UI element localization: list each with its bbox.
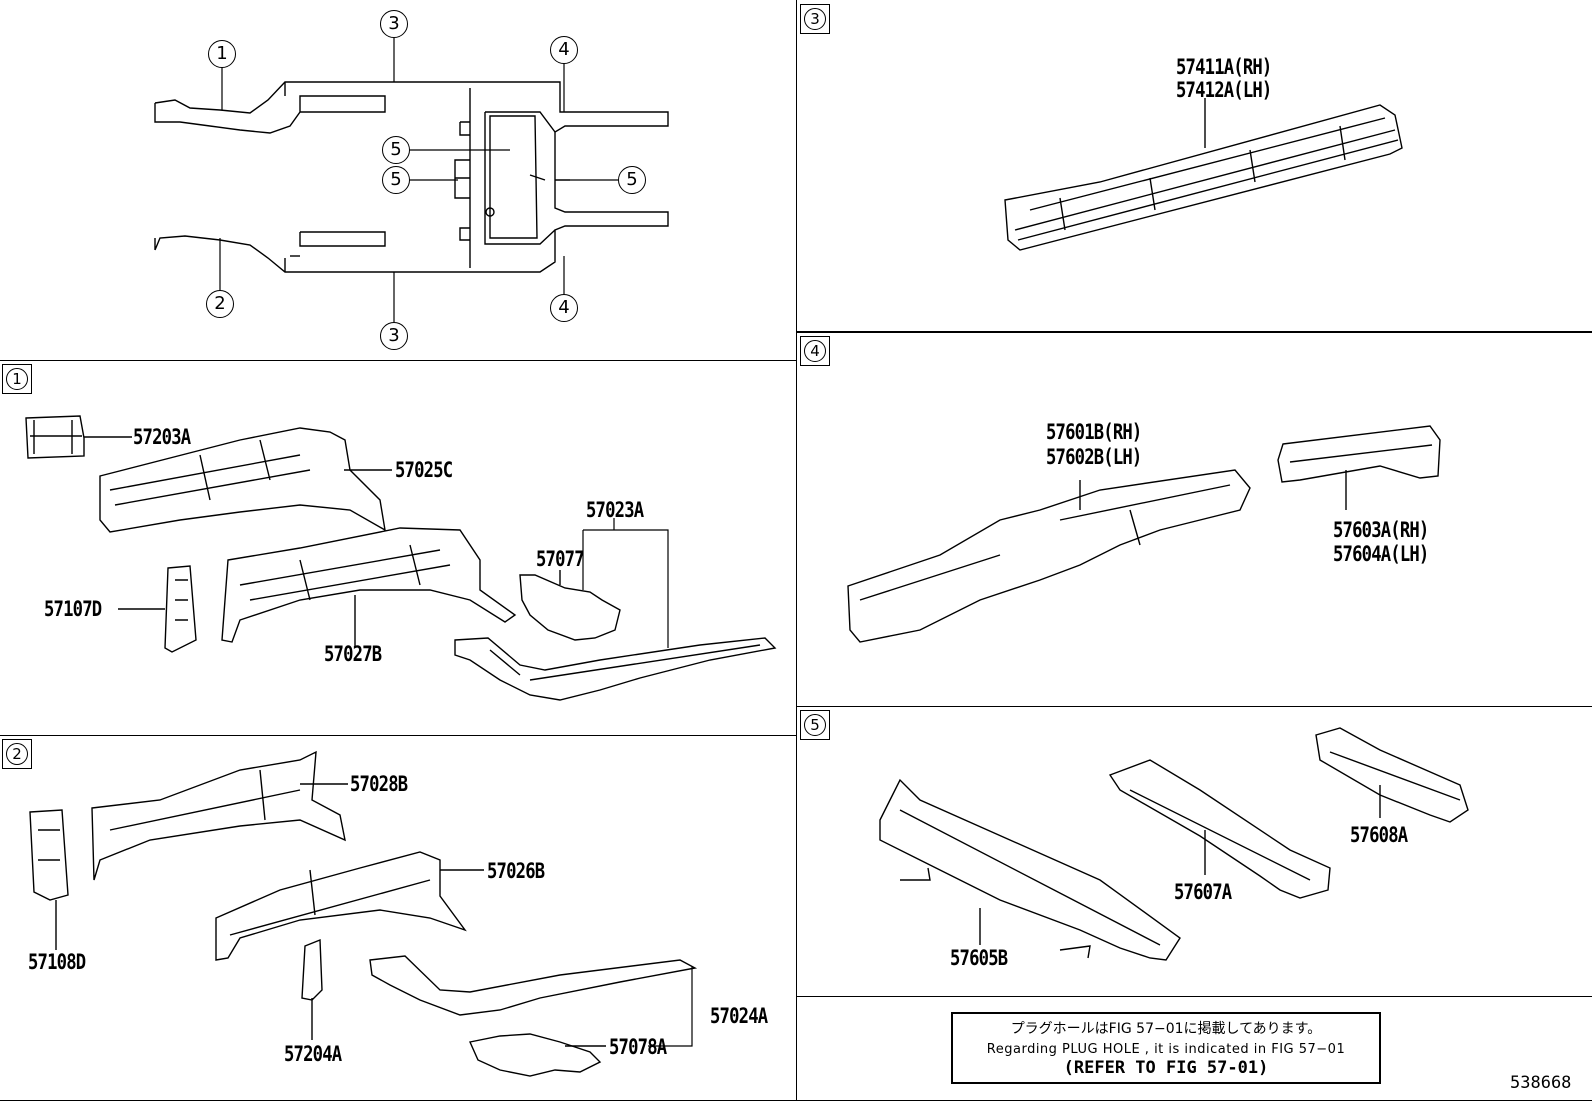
section-4-parts [847,425,1441,643]
part-label-57024A: 57024A [710,1004,768,1028]
overview-callout-1: 1 [208,40,236,68]
part-label-57077: 57077 [536,547,585,571]
section-5-parts [879,727,1469,961]
plug-hole-note: プラグホールはFIG 57−01に掲載してあります。 Regarding PLU… [951,1012,1381,1084]
part-label-57028B: 57028B [350,772,408,796]
part-label-57027B: 57027B [324,642,382,666]
note-japanese: プラグホールはFIG 57−01に掲載してあります。 [1010,1021,1322,1037]
section-4-panel [796,332,1592,708]
overview-callout-5-upper: 5 [382,136,410,164]
overview-callout-5-right: 5 [618,166,646,194]
part-label-57203A: 57203A [133,425,191,449]
section-1-number: 1 [2,364,32,394]
overview-callout-2: 2 [206,290,234,318]
overview-callout-3-top: 3 [380,10,408,38]
part-label-57602B-lh: 57602B(LH) [1046,445,1142,469]
section-1-parts [25,415,777,701]
overview-leaders [219,38,618,322]
overview-callout-4-bottom: 4 [550,294,578,322]
part-label-57605B: 57605B [950,946,1008,970]
overview-callout-3-bottom: 3 [380,322,408,350]
section-2-number: 2 [2,739,32,769]
overview-frame-outline [154,81,669,273]
section-4-number: 4 [800,336,830,366]
note-reference: (REFER TO FIG 57-01) [1063,1058,1269,1078]
part-label-57078A: 57078A [609,1035,667,1059]
section-3-number: 3 [800,4,830,34]
part-label-57608A: 57608A [1350,823,1408,847]
section-3-parts [1004,98,1403,251]
part-label-57604A-lh: 57604A(LH) [1333,542,1429,566]
section-3-panel [796,0,1592,332]
section-2-parts [29,750,698,1077]
section-1-panel [0,360,798,737]
image-number: 538668 [1510,1073,1572,1093]
part-label-57412A-lh: 57412A(LH) [1176,78,1272,102]
part-label-57607A: 57607A [1174,880,1232,904]
overview-callout-5-left: 5 [382,166,410,194]
part-label-57603A-rh: 57603A(RH) [1333,518,1429,542]
part-label-57023A: 57023A [586,498,644,522]
part-label-57601B-rh: 57601B(RH) [1046,420,1142,444]
part-label-57026B: 57026B [487,859,545,883]
part-label-57411A-rh: 57411A(RH) [1176,55,1272,79]
note-english: Regarding PLUG HOLE , it is indicated in… [986,1042,1346,1057]
part-label-57204A: 57204A [284,1042,342,1066]
section-5-number: 5 [800,710,830,740]
part-label-57107D: 57107D [44,597,102,621]
part-label-57025C: 57025C [395,458,453,482]
part-label-57108D: 57108D [28,950,86,974]
overview-callout-4-top: 4 [550,36,578,64]
